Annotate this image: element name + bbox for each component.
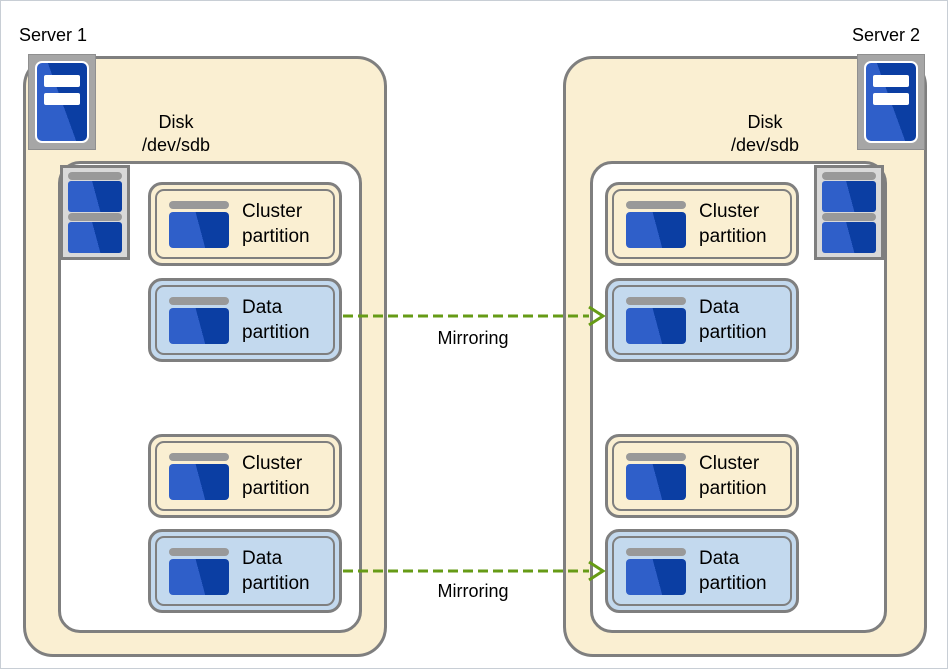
partition-label: Cluster partition	[242, 453, 310, 499]
server1-disk-stack-icon	[60, 165, 130, 260]
server2-data-partition-1: Data partition	[605, 278, 799, 362]
partition-inner: Data partition	[612, 536, 792, 606]
disk-partition-icon	[626, 547, 686, 595]
server2-cluster-partition-2: Cluster partition	[605, 434, 799, 518]
server2-label: Server 2	[852, 25, 921, 45]
partition-label: Data partition	[242, 548, 310, 594]
mirroring-label-2: Mirroring	[437, 581, 509, 601]
server1-data-partition-2: Data partition	[148, 529, 342, 613]
disk-label-line1: Disk	[158, 112, 194, 132]
server2-cluster-partition-1: Cluster partition	[605, 182, 799, 266]
partition-label: Cluster partition	[242, 201, 310, 247]
partition-label: Data partition	[242, 297, 310, 343]
disk-label-line2: /dev/sdb	[730, 135, 800, 155]
disk-partition-icon	[626, 452, 686, 500]
server-tower-body	[864, 61, 918, 143]
disk-partition-icon	[626, 296, 686, 344]
server2-disk-label: Disk /dev/sdb	[680, 111, 850, 157]
server2-icon	[857, 54, 925, 150]
server1-label: Server 1	[19, 25, 88, 45]
partition-inner: Cluster partition	[155, 441, 335, 511]
partition-label: Data partition	[699, 548, 767, 594]
partition-inner: Data partition	[155, 536, 335, 606]
server1-data-partition-1: Data partition	[148, 278, 342, 362]
partition-label: Cluster partition	[699, 201, 767, 247]
server-tower-body	[35, 61, 89, 143]
server2-disk-stack-icon	[814, 165, 884, 260]
disk-label-line2: /dev/sdb	[141, 135, 211, 155]
disk-partition-icon	[169, 547, 229, 595]
disk-partition-icon	[169, 200, 229, 248]
disk-partition-icon	[626, 200, 686, 248]
disk-partition-icon	[169, 452, 229, 500]
partition-inner: Cluster partition	[612, 189, 792, 259]
partition-inner: Data partition	[612, 285, 792, 355]
partition-label: Cluster partition	[699, 453, 767, 499]
server1-icon	[28, 54, 96, 150]
server1-disk-label: Disk /dev/sdb	[91, 111, 261, 157]
partition-label: Data partition	[699, 297, 767, 343]
partition-inner: Data partition	[155, 285, 335, 355]
server2-data-partition-2: Data partition	[605, 529, 799, 613]
partition-inner: Cluster partition	[155, 189, 335, 259]
partition-inner: Cluster partition	[612, 441, 792, 511]
disk-partition-icon	[169, 296, 229, 344]
disk-label-line1: Disk	[747, 112, 783, 132]
mirroring-label-1: Mirroring	[437, 328, 509, 348]
server1-cluster-partition-1: Cluster partition	[148, 182, 342, 266]
server1-cluster-partition-2: Cluster partition	[148, 434, 342, 518]
